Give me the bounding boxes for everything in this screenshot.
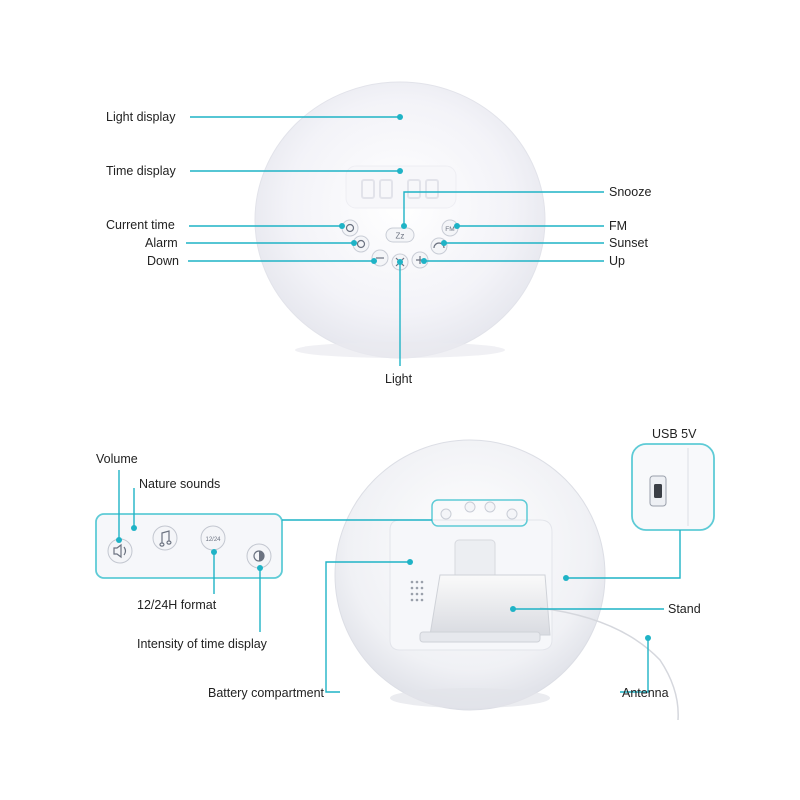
label-battery: Battery compartment xyxy=(208,686,325,700)
label-up: Up xyxy=(609,254,625,268)
volume-icon xyxy=(113,543,127,559)
bottom-leaders xyxy=(116,470,681,693)
label-sunset: Sunset xyxy=(609,236,648,250)
nature-sounds-button[interactable] xyxy=(152,525,178,551)
format-button[interactable]: 12/24 xyxy=(200,525,226,551)
fm-button-mark: FM xyxy=(445,226,454,233)
time-display-digits xyxy=(361,179,439,199)
stand xyxy=(419,539,551,643)
label-snooze: Snooze xyxy=(609,185,651,199)
label-down: Down xyxy=(147,254,179,268)
lamp-base-shadow xyxy=(390,688,550,708)
top-leaders xyxy=(186,114,604,366)
label-light-display: Light display xyxy=(106,110,176,124)
label-format: 12/24H format xyxy=(137,598,217,612)
back-format-button[interactable] xyxy=(484,501,496,513)
current-time-button[interactable] xyxy=(341,219,359,237)
label-intensity: Intensity of time display xyxy=(137,637,268,651)
back-volume-button[interactable] xyxy=(440,508,452,520)
speaker-grille-icon xyxy=(410,580,424,602)
snooze-button[interactable]: Zz xyxy=(385,227,415,243)
contrast-icon xyxy=(253,550,265,562)
label-stand: Stand xyxy=(668,602,701,616)
back-sounds-button[interactable] xyxy=(464,501,476,513)
label-nature-sounds: Nature sounds xyxy=(139,477,220,491)
format-button-mark: 12/24 xyxy=(205,537,221,543)
intensity-button[interactable] xyxy=(246,543,272,569)
music-note-icon xyxy=(159,530,172,547)
label-fm: FM xyxy=(609,219,627,233)
bottom-panel: 12/24 Volume xyxy=(95,427,715,721)
label-volume: Volume xyxy=(96,452,138,466)
top-panel: Zz FM xyxy=(106,81,651,386)
label-alarm: Alarm xyxy=(145,236,178,250)
back-button-strip xyxy=(431,499,528,527)
volume-button[interactable] xyxy=(107,538,133,564)
label-current-time: Current time xyxy=(106,218,175,232)
label-time-display: Time display xyxy=(106,164,176,178)
label-antenna: Antenna xyxy=(622,686,669,700)
alarm-button[interactable] xyxy=(352,235,370,253)
usb-port-icon[interactable] xyxy=(649,475,667,507)
label-light: Light xyxy=(385,372,413,386)
antenna-wire xyxy=(539,607,679,721)
label-usb: USB 5V xyxy=(652,427,697,441)
button-inset-panel xyxy=(95,513,283,579)
usb-inset-panel xyxy=(631,443,715,531)
snooze-button-mark: Zz xyxy=(396,232,405,241)
back-intensity-button[interactable] xyxy=(506,508,518,520)
